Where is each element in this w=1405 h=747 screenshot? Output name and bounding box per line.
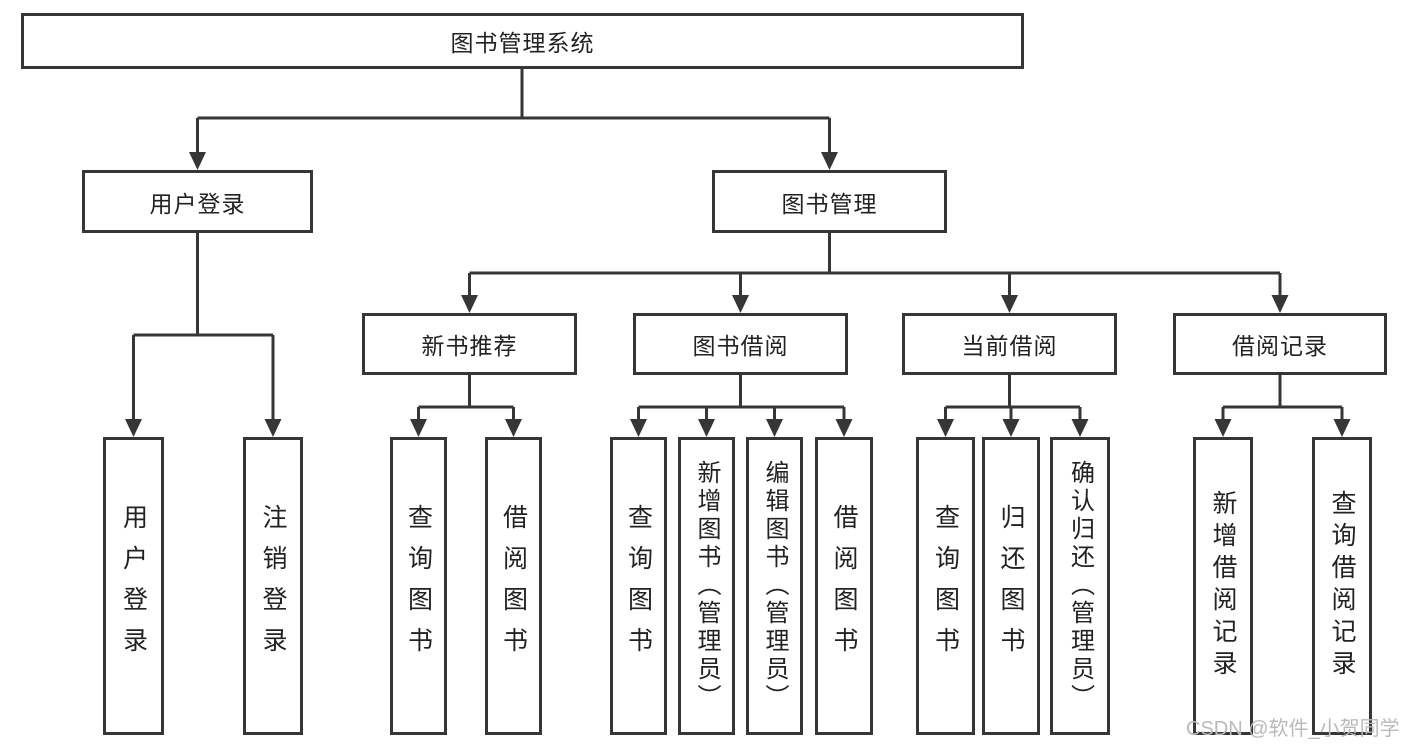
node-label: 新书推荐 (421, 333, 518, 359)
node-library-management-system: 图书管理系统 (21, 13, 1024, 69)
node-borrowing-records: 借阅记录 (1173, 313, 1387, 375)
node-book-borrowing: 图书借阅 (633, 313, 848, 375)
node-label: 借阅记录 (1232, 333, 1328, 359)
leaf-borrow-books: 借阅图书 (815, 437, 873, 735)
node-label: 查询图书 (624, 504, 653, 668)
node-label: 用户登录 (149, 190, 246, 217)
leaf-edit-books-admin: 编辑图书（管理员） (746, 437, 803, 735)
node-label: 图书管理系统 (450, 30, 595, 56)
leaf-user-login: 用户登录 (103, 437, 164, 735)
node-label: 当前借阅 (961, 333, 1058, 359)
node-label: 查询图书 (931, 504, 960, 668)
leaf-logout: 注销登录 (243, 437, 303, 735)
node-label: 确认归还（管理员） (1066, 460, 1094, 712)
node-label: 编辑图书（管理员） (761, 460, 788, 712)
csdn-watermark: CSDN @软件_小贺同学 (1186, 718, 1400, 740)
node-label: 新增图书（管理员） (693, 460, 720, 712)
leaf-query-books-current: 查询图书 (916, 437, 975, 735)
leaf-query-borrow-record: 查询借阅记录 (1312, 437, 1372, 735)
leaf-query-books-recommend: 查询图书 (390, 437, 447, 735)
node-label: 查询图书 (404, 504, 433, 668)
node-label: 图书管理 (781, 190, 878, 217)
node-label: 查询借阅记录 (1328, 490, 1356, 682)
node-label: 注销登录 (259, 504, 287, 668)
leaf-return-books: 归还图书 (982, 437, 1040, 735)
leaf-add-borrow-record: 新增借阅记录 (1193, 437, 1253, 735)
node-label: 归还图书 (997, 504, 1025, 668)
node-label: 图书借阅 (692, 333, 789, 359)
node-label: 借阅图书 (499, 504, 528, 668)
node-label: 用户登录 (119, 504, 148, 668)
node-user-login: 用户登录 (82, 170, 313, 233)
leaf-borrow-books-recommend: 借阅图书 (485, 437, 542, 735)
node-current-borrowing: 当前借阅 (902, 313, 1117, 375)
node-label: 借阅图书 (830, 504, 858, 668)
node-new-book-recommendation: 新书推荐 (362, 313, 577, 375)
leaf-confirm-return-admin: 确认归还（管理员） (1050, 437, 1110, 735)
node-book-management: 图书管理 (712, 170, 947, 233)
leaf-add-books-admin: 新增图书（管理员） (678, 437, 735, 735)
node-label: 新增借阅记录 (1209, 490, 1237, 682)
leaf-query-books-borrow: 查询图书 (610, 437, 667, 735)
